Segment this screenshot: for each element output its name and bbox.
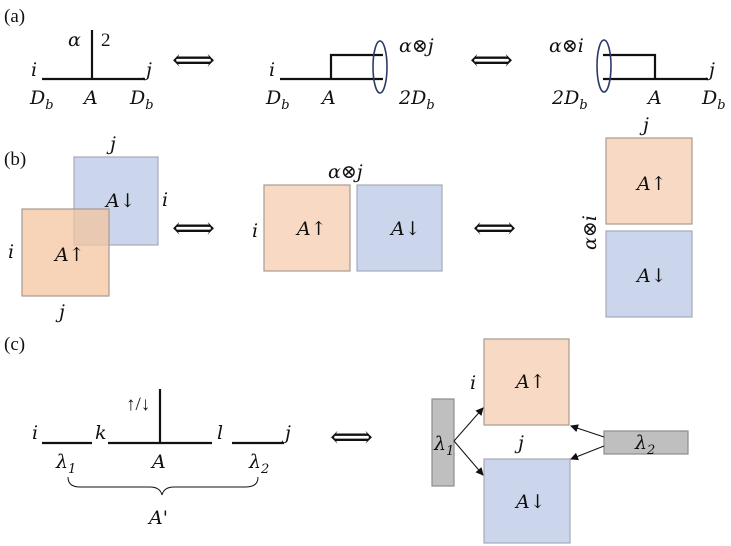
bond-dim-left-label: Db	[29, 87, 54, 113]
A-prime-label: A'	[147, 507, 168, 529]
block-A-down	[356, 184, 443, 272]
index-i-label: i	[470, 372, 476, 394]
A-up-label: A↑	[514, 371, 546, 393]
block-A-up	[605, 137, 693, 225]
spin-updown-label: ↑/↓	[126, 394, 150, 415]
panel-label-b: (b)	[4, 149, 26, 170]
panel-a-tensor-1: α 2 i j Db A Db	[29, 29, 154, 113]
index-j-bottom-label: j	[55, 301, 65, 323]
index-j-label: j	[281, 422, 291, 444]
tensor-A-label: A	[150, 451, 166, 473]
A-up-label: A↑	[295, 218, 327, 240]
lambda2-label: λ2	[634, 432, 655, 458]
lambda2-label: λ2	[248, 451, 269, 477]
index-i-right-label: i	[162, 189, 168, 211]
alpha-leg-bent	[603, 53, 657, 79]
panel-a-tensor-2: α⊗j i Db A 2Db	[265, 35, 435, 113]
panel-b-side-by-side-blocks: α⊗j i A↑ A↓	[252, 161, 443, 272]
block-A-up	[21, 208, 110, 297]
lambda1-label: λ1	[55, 451, 76, 477]
lambda1-label: λ1	[433, 433, 454, 459]
equivalence-arrow-a1: ⟺	[172, 44, 215, 77]
panel-c-block-network: i j A↑ A↓ λ1 λ2	[431, 338, 689, 544]
tensor-A-label: A	[82, 87, 98, 109]
alpha-otimes-j-label: α⊗j	[328, 161, 363, 183]
index-i-left-label: i	[8, 241, 14, 263]
equivalence-arrow-b2: ⟺	[473, 212, 516, 245]
double-bond-dim-label: 2Db	[398, 87, 435, 113]
index-j-label: j	[142, 59, 152, 81]
index-k-label: k	[95, 422, 107, 444]
panel-a-tensor-3: α⊗i j 2Db A Db	[549, 35, 726, 113]
A-down-label: A↓	[635, 265, 667, 287]
tensor-A-label: A	[320, 87, 336, 109]
fused-index-ellipse	[372, 40, 388, 94]
index-j-label: j	[639, 114, 649, 136]
index-i-label: i	[252, 220, 258, 242]
panel-label-a: (a)	[4, 6, 25, 27]
equivalence-arrow-b1: ⟺	[172, 212, 215, 245]
dimension-two-label: 2	[101, 30, 111, 51]
A-up-label: A↑	[53, 244, 85, 266]
alpha-otimes-i-label: α⊗i	[579, 215, 601, 250]
bond-dim-label: Db	[265, 87, 290, 113]
alpha-otimes-i-label: α⊗i	[549, 35, 584, 57]
index-l-label: l	[217, 422, 223, 444]
A-down-label: A↓	[104, 190, 136, 212]
arrow-lambda2-to-A-up	[570, 424, 605, 438]
grouping-brace	[67, 476, 259, 496]
block-A-down	[605, 230, 693, 318]
tensor-A-label: A	[646, 87, 662, 109]
arrow-lambda2-to-A-down	[570, 445, 605, 461]
double-bond-dim-label: 2Db	[551, 87, 588, 113]
lambda2-block	[603, 430, 689, 455]
A-down-label: A↓	[389, 218, 421, 240]
index-i-label: i	[31, 59, 37, 81]
lambda1-block	[431, 398, 455, 487]
alpha-otimes-j-label: α⊗j	[399, 35, 434, 57]
A-down-label: A↓	[514, 491, 546, 513]
panel-label-c: (c)	[4, 334, 25, 355]
index-i-label: i	[32, 422, 38, 444]
block-A-up	[483, 338, 570, 426]
A-up-label: A↑	[635, 173, 667, 195]
equivalence-arrow-a2: ⟺	[470, 44, 513, 77]
index-j-top-label: j	[106, 133, 116, 155]
panel-c-mps-chain: ↑/↓ i k l j λ1 A λ2 A'	[32, 389, 291, 529]
panel-b-stacked-blocks: j α⊗i A↑ A↓	[579, 114, 693, 318]
block-A-down	[483, 458, 571, 544]
block-A-up	[263, 184, 351, 272]
bond-dim-right-label: Db	[129, 87, 154, 113]
fused-index-ellipse	[596, 39, 612, 93]
equivalence-arrow-c: ⟺	[330, 421, 373, 454]
alpha-label: α	[68, 29, 81, 51]
panel-b-overlapped-blocks: j i i j A↓ A↑	[8, 133, 168, 323]
index-j-label: j	[514, 432, 524, 454]
alpha-leg-bent	[329, 53, 383, 79]
arrow-lambda1-to-A-up	[453, 407, 484, 442]
arrow-lambda1-to-A-down	[453, 440, 484, 476]
index-j-label: j	[705, 59, 715, 81]
bond-dim-label: Db	[701, 87, 726, 113]
index-i-label: i	[269, 59, 275, 81]
